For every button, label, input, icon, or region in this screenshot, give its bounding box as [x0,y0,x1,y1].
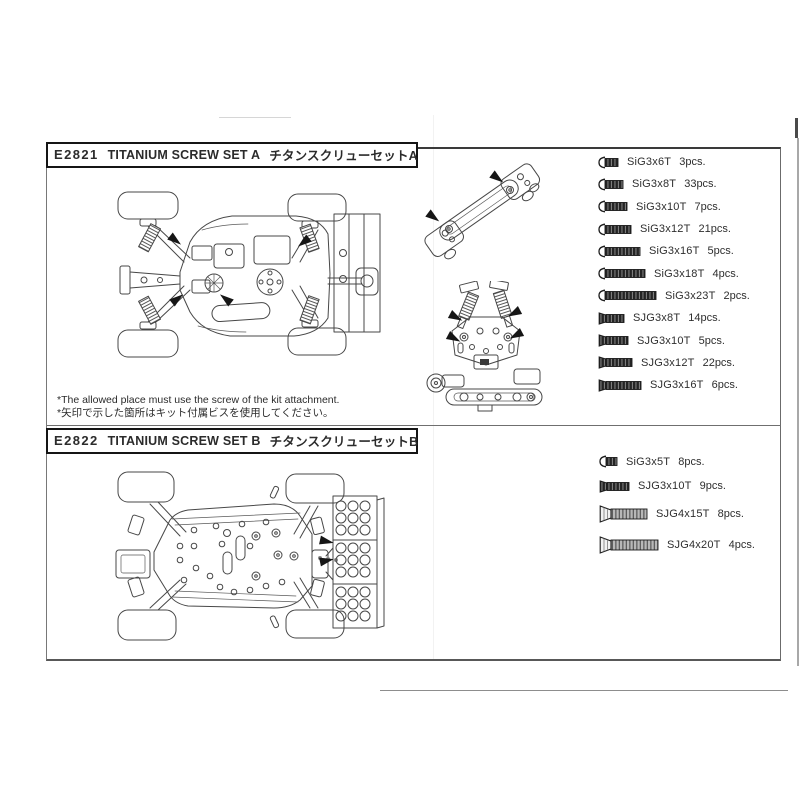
lower-arm [445,388,543,412]
kit-screw-note-jp: *矢印で示した箇所はキット付属ビスを使用してください。 [57,407,334,419]
screw-qty: 9pcs. [699,480,726,492]
section-b-code: E2822 [54,433,99,448]
screw-name: SiG3x12T [640,223,691,236]
screw-icon [598,245,641,258]
screw-icon [598,334,629,347]
suspension [138,218,320,330]
kit-screw-note: *The allowed place must use the screw of… [57,394,339,420]
screw-icon [599,535,659,554]
screw-icon [598,289,657,302]
tower-plate [451,316,521,366]
section-a-code: E2821 [54,147,99,162]
suspension [127,485,325,629]
steering-brace-drawing [424,163,541,260]
section-a-header: E2821 TITANIUM SCREW SET A チタンスクリューセットA [46,142,418,168]
screw-row-sig3x18t: SiG3x18T 4pcs. [598,262,750,284]
scan-edge-mark [795,118,798,138]
screw-qty: 33pcs. [684,178,717,191]
screw-qty: 3pcs. [679,156,706,169]
screw-qty: 4pcs. [728,538,755,551]
brace-end-upper [500,163,541,202]
screw-row-sig3x8t: SiG3x8T 33pcs. [598,173,750,195]
scan-artifact-top-line [219,117,291,118]
screw-qty: 5pcs. [707,245,734,258]
screw-row-sjg3x12t: SJG3x12T 22pcs. [598,352,750,374]
screw-name: SJG3x12T [641,356,695,369]
chassis-body [119,215,379,337]
section-b-header: E2822 TITANIUM SCREW SET B チタンスクリューセットB [46,428,418,454]
screw-icon [599,479,630,493]
screw-name: SJG3x10T [637,334,691,347]
screw-qty: 22pcs. [702,356,735,369]
tires [117,191,347,358]
shock-left [456,291,480,329]
screw-name: SJG3x8T [633,312,681,325]
screw-row-sjg4x20t: SJG4x20T 4pcs. [599,529,755,560]
section-a-title-jp: チタンスクリューセットA [269,149,418,163]
section-divider [47,425,781,426]
rear-wing [333,213,381,333]
screw-icon [598,200,628,213]
screw-qty: 5pcs. [698,334,725,347]
screw-row-sjg3x8t: SJG3x8T 14pcs. [598,307,750,329]
screw-row-sjg3x10t: SJG3x10T 9pcs. [599,473,755,499]
screw-row-sjg4x15t: SJG4x15T 8pcs. [599,499,755,529]
screw-row-sig3x23t: SiG3x23T 2pcs. [598,285,750,307]
shock-tower-drawing [426,281,543,412]
screw-row-sig3x10t: SiG3x10T 7pcs. [598,196,750,218]
screw-qty: 2pcs. [723,289,750,302]
screw-qty: 8pcs. [717,508,744,520]
rear-wing [325,495,385,629]
screw-name: SJG4x20T [667,538,721,551]
screw-icon [598,178,624,191]
screw-icon [598,378,642,392]
screw-name: SiG3x23T [665,289,716,302]
screw-icon [598,267,646,280]
section-b-title-en: TITANIUM SCREW SET B [107,433,261,448]
screw-qty: 4pcs. [712,267,739,280]
screw-icon [598,311,625,325]
screw-qty: 7pcs. [694,200,721,213]
screw-name: SiG3x8T [632,178,677,191]
screw-icon [599,505,648,523]
section-a-title-en: TITANIUM SCREW SET A [107,147,261,162]
screw-icon [598,223,632,236]
scan-edge-shadow [797,138,799,666]
screw-name: SiG3x6T [627,156,672,169]
screw-name: SJG3x16T [650,379,704,392]
screw-row-sig3x16t: SiG3x16T 5pcs. [598,240,750,262]
screw-qty: 8pcs. [678,455,705,468]
screw-position-arrows [425,170,506,226]
screw-name: SiG3x10T [636,200,687,213]
shock-right [492,289,514,328]
kit-screw-note-en: *The allowed place must use the screw of… [57,394,340,406]
screw-name: SJG3x10T [638,480,692,492]
screw-row-sig3x6t: SiG3x6T 3pcs. [598,151,750,173]
screw-qty: 14pcs. [688,312,721,325]
chassis-top-view-drawing-set-a [117,191,381,358]
screw-row-sjg3x10t: SJG3x10T 5pcs. [598,329,750,351]
screw-name: SJG4x15T [656,508,710,520]
chassis-plate [115,503,338,609]
chassis-bottom-view-drawing-set-b [115,471,385,641]
screw-icon [598,356,633,370]
screw-icon [598,156,619,169]
screw-name: SiG3x5T [626,455,671,468]
screw-name: SiG3x16T [649,245,700,258]
scan-artifact-bottom-line [380,690,788,691]
screw-icon [599,455,618,468]
section-b-title-jp: チタンスクリューセットB [269,435,419,449]
screw-row-sjg3x16t: SJG3x16T 6pcs. [598,374,750,396]
screw-qty: 21pcs. [698,223,731,236]
tires [117,471,345,641]
screw-name: SiG3x18T [654,267,705,280]
screw-row-sig3x5t: SiG3x5T 8pcs. [599,450,755,473]
brace-end-lower [424,220,464,260]
screw-qty: 6pcs. [711,379,738,392]
screw-row-sig3x12t: SiG3x12T 21pcs. [598,218,750,240]
